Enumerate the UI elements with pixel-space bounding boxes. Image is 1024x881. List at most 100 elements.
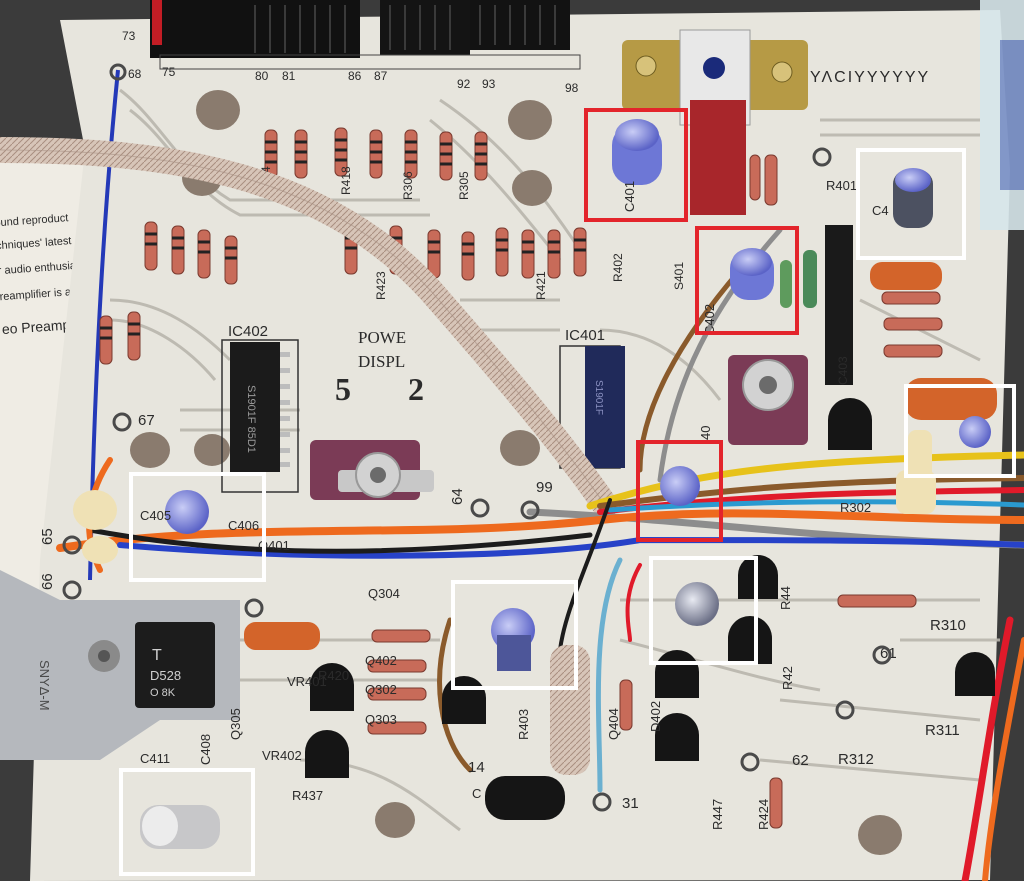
label-r304: Q404 <box>606 708 621 740</box>
label-r312: R312 <box>838 751 874 768</box>
ic401: IC401 S1901F <box>559 327 625 469</box>
highlight-white-left <box>129 472 266 582</box>
switch-s401 <box>622 29 808 215</box>
label-r421: Q402 <box>365 653 397 668</box>
label-r310: R310 <box>930 617 966 634</box>
transistor-mark-model: D528 <box>150 668 181 683</box>
label-r402: R402 <box>611 253 625 282</box>
label-q402: R420 <box>318 668 349 683</box>
pin-73: 73 <box>122 29 136 43</box>
big-digit-5: 5 <box>335 371 351 407</box>
pin-81: 81 <box>282 69 296 83</box>
label-r305: R424 <box>756 799 771 830</box>
small-transistors <box>305 398 995 820</box>
pin-98: 98 <box>565 81 579 95</box>
pin-65: 65 <box>39 528 56 545</box>
label-r437: R305 <box>457 171 471 200</box>
label-c403: C403 <box>836 356 850 385</box>
green-resistor-2 <box>780 260 792 308</box>
pin-66: 66 <box>39 573 56 590</box>
solder-pads <box>62 63 892 812</box>
label-c402: C402 <box>702 304 717 335</box>
paper-line-5: eo Preamp <box>1 316 71 337</box>
paper-line-4: reamplifier is a <box>0 286 72 303</box>
transistor-mark-t: T <box>152 647 162 664</box>
pin-14: 14 <box>468 759 485 776</box>
ic401-marking: S1901F <box>593 380 604 415</box>
trim-pot-vr402 <box>310 440 434 500</box>
highlights-red <box>584 108 799 542</box>
label-c411: C411 <box>140 751 170 766</box>
label-r423: Q302 <box>365 682 397 697</box>
label-b: VR401 <box>287 674 327 689</box>
label-q304: R447 <box>710 799 725 830</box>
label-d402: Q304 <box>368 586 400 601</box>
label-r403: R423 <box>374 271 388 300</box>
highlight-red-c402 <box>695 226 799 335</box>
highlight-red-c401 <box>584 108 688 222</box>
label-c408: C408 <box>198 734 213 765</box>
label-c401: C401 <box>622 181 637 212</box>
pin-86: 86 <box>348 69 362 83</box>
label-q302: R42 <box>780 666 795 690</box>
pin-62: 62 <box>792 752 809 769</box>
label-r311: R311 <box>925 722 960 739</box>
label-r420: R306 <box>401 171 415 200</box>
paper-line-2: chniques' latest <box>0 235 72 252</box>
pin-75: 75 <box>162 65 176 79</box>
heatsink: SNYΔ-M T D528 O 8K <box>0 570 240 760</box>
highlight-white-right-mid <box>904 384 1016 478</box>
heatsink-text: SNYΔ-M <box>37 660 52 711</box>
label-c: C <box>472 786 481 801</box>
label-s401: S401 <box>672 262 686 290</box>
mounting-holes <box>130 90 902 855</box>
wire-bundle <box>56 227 1024 881</box>
resistors-top-row <box>264 127 488 181</box>
pin-80: 80 <box>255 69 269 83</box>
heading-power: POWE <box>358 328 406 347</box>
label-c4: C4 <box>872 203 889 218</box>
label-q305: R403 <box>516 709 531 740</box>
paper-line-3: r audio enthusias <box>0 259 82 277</box>
green-resistor <box>803 250 817 308</box>
label-r44: R418 <box>339 166 353 195</box>
edge-glyphs: ΥΛCΙΥΥΥΥΥΥ <box>810 69 930 86</box>
big-digit-2: 2 <box>408 371 424 407</box>
label-e: VR402 <box>262 748 302 763</box>
pin-67: 67 <box>138 412 155 429</box>
braided-sleeve-small <box>550 645 590 775</box>
highlight-red-c404 <box>636 440 723 542</box>
right-resistors <box>367 154 943 829</box>
pin-92: 92 <box>457 77 471 91</box>
highlight-white-center <box>451 580 578 690</box>
pin-87: 87 <box>374 69 388 83</box>
trim-pot-vr401 <box>728 355 808 445</box>
label-c405: C405 <box>140 508 171 523</box>
label-c406: C406 <box>228 518 259 533</box>
highlight-white-right-lower <box>649 556 758 665</box>
label-vr401: 40 <box>698 426 713 440</box>
label-r447: R421 <box>534 271 548 300</box>
ic402-label: IC402 <box>228 323 268 340</box>
pin-31: 31 <box>622 795 639 812</box>
highlight-white-top-right <box>856 148 966 260</box>
pin-68: 68 <box>128 67 142 81</box>
capacitors <box>140 119 991 849</box>
long-component-c403 <box>825 225 853 385</box>
ic402: IC402 S1901F 85D1 <box>221 323 299 493</box>
label-r401: R401 <box>826 178 857 193</box>
top-connectors <box>150 0 570 58</box>
pin-64: 64 <box>449 488 466 505</box>
film-capacitors <box>244 262 997 650</box>
label-r302: R302 <box>840 500 871 515</box>
pin-99: 99 <box>536 479 553 496</box>
paper-line-1: ound reproduct <box>0 212 69 229</box>
heading-display: DISPL <box>358 352 405 371</box>
pin-93: 93 <box>482 77 496 91</box>
highlight-white-bottom-left <box>119 768 255 876</box>
label-q401: R437 <box>292 788 323 803</box>
label-r306: D402 <box>648 701 663 732</box>
label-r424: Q303 <box>365 712 397 727</box>
ic401-label: IC401 <box>565 327 605 344</box>
